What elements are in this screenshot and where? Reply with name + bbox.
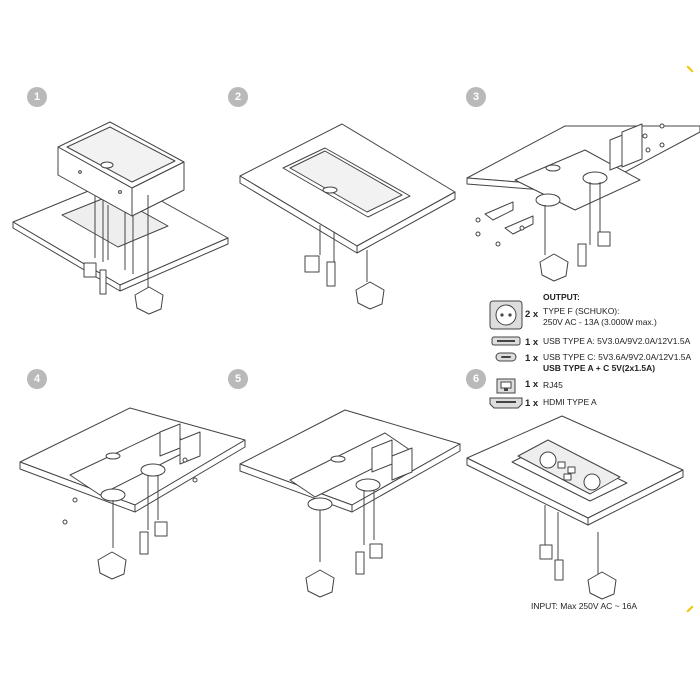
step-badge-5: 5 (228, 369, 248, 389)
spec-qty: 2 x (525, 309, 539, 320)
spec-qty: 1 x (525, 379, 539, 390)
step-badge-2: 2 (228, 87, 248, 107)
output-title: OUTPUT: (543, 292, 580, 302)
step-1-illustration (12, 121, 229, 315)
step-badge-1: 1 (27, 87, 47, 107)
spec-row-usb-a: 1 x USB TYPE A: 5V3.0A/9V2.0A/12V1.5A (487, 336, 690, 348)
spec-line-bold: USB TYPE A + C 5V(2x1.5A) (543, 363, 656, 373)
step-6-illustration (466, 415, 684, 600)
step-badge-3: 3 (466, 87, 486, 107)
step-5-illustration (239, 409, 461, 598)
usb-a-icon (487, 336, 525, 346)
spec-qty: 1 x (525, 337, 539, 348)
spec-line: RJ45 (543, 380, 563, 390)
spec-qty: 1 x (525, 353, 539, 364)
spec-line: USB TYPE A: 5V3.0A/9V2.0A/12V1.5A (543, 336, 691, 346)
step-badge-4: 4 (27, 369, 47, 389)
hdmi-icon (487, 397, 525, 409)
spec-row-rj45: 1 x RJ45 (487, 378, 563, 394)
step-badge-6: 6 (466, 369, 486, 389)
spec-line: 250V AC - 13A (3.000W max.) (543, 317, 657, 327)
spec-row-hdmi: 1 x HDMI TYPE A (487, 397, 597, 409)
usb-c-icon (487, 352, 525, 362)
input-rating-label: INPUT: Max 250V AC ~ 16A (531, 601, 638, 611)
schuko-socket-icon (487, 300, 525, 330)
step-3-illustration (466, 123, 700, 282)
step-4-illustration (19, 407, 246, 580)
spec-line: USB TYPE C: 5V3.6A/9V2.0A/12V1.5A (543, 352, 692, 362)
spec-line: HDMI TYPE A (543, 397, 597, 407)
spec-row-usb-c: 1 x USB TYPE C: 5V3.6A/9V2.0A/12V1.5A US… (487, 352, 691, 374)
step-2-illustration (239, 123, 456, 310)
spec-line: TYPE F (SCHUKO): (543, 306, 620, 316)
rj45-icon (487, 378, 525, 394)
spec-row-schuko: 2 x TYPE F (SCHUKO): 250V AC - 13A (3.00… (487, 300, 657, 330)
spec-qty: 1 x (525, 398, 539, 409)
